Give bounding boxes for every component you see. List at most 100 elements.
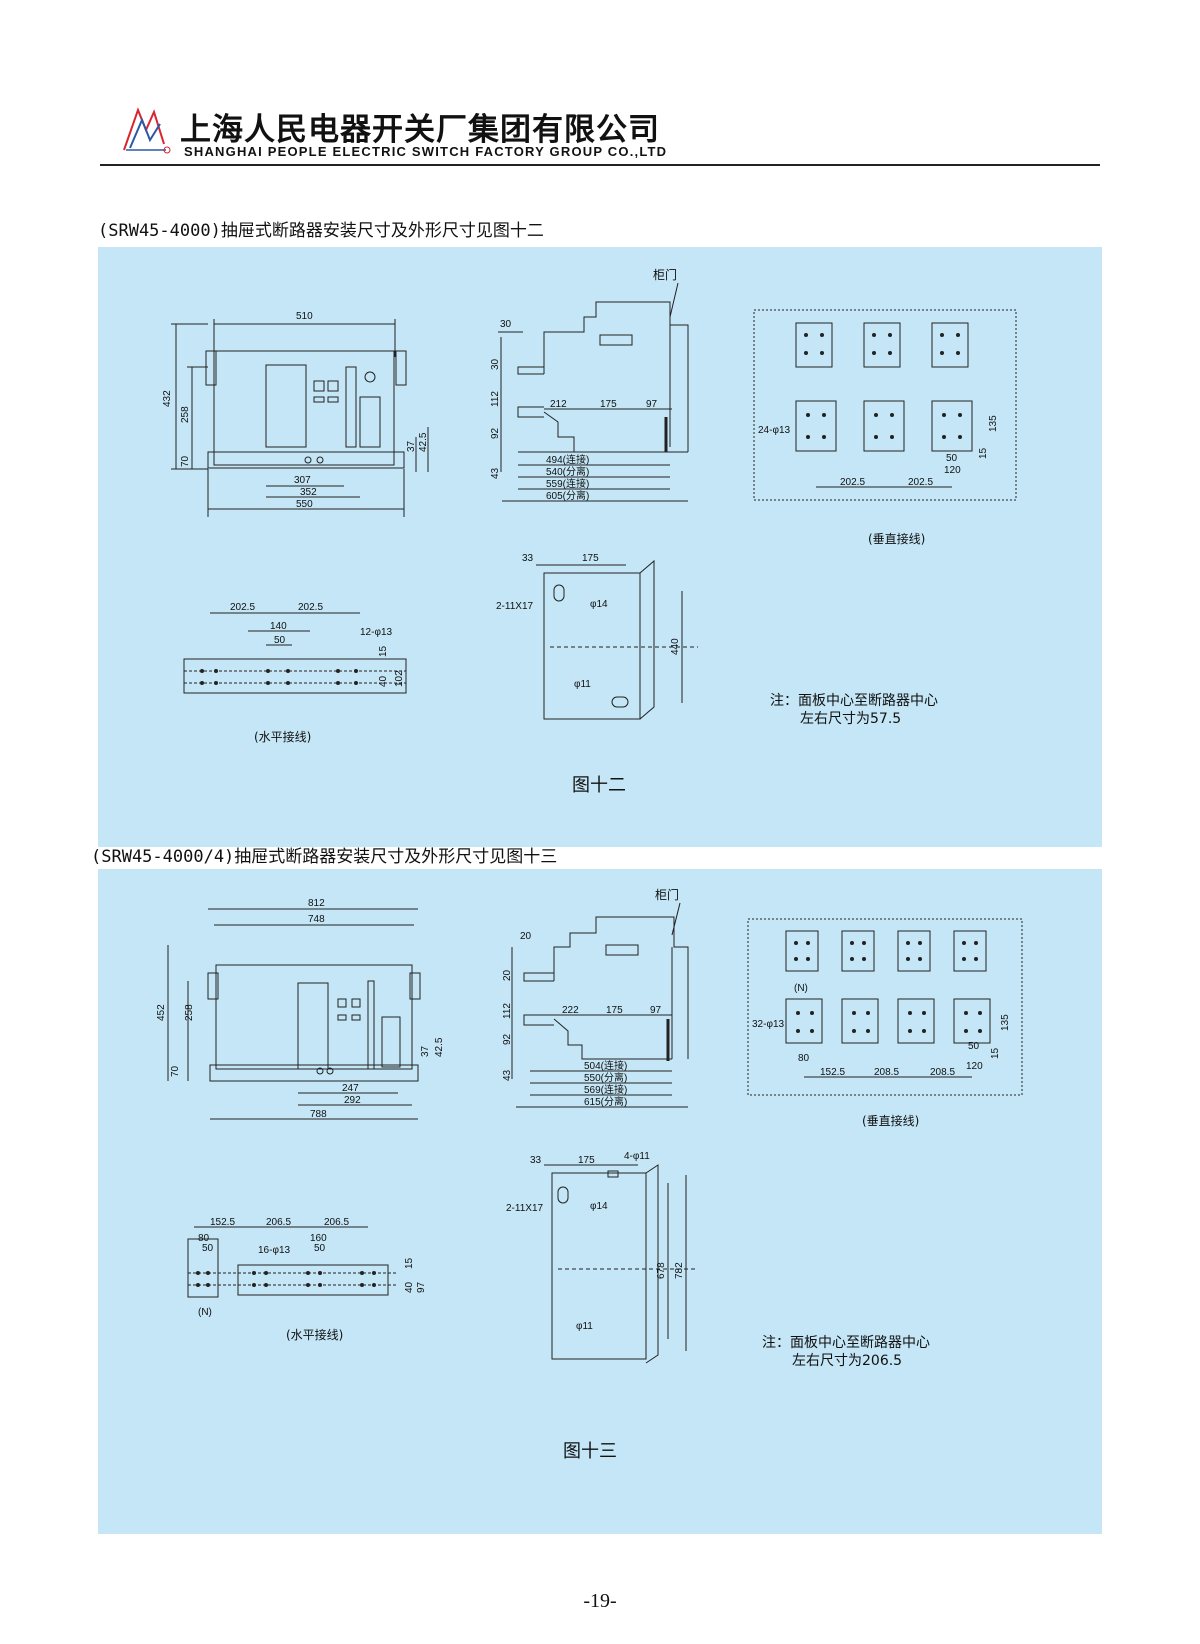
- horizontal-connection-view: 152.5 206.5 206.5 80 50 160 50 16-φ13 15…: [187, 1217, 427, 1342]
- dim-222: 222: [562, 1005, 579, 1016]
- dim-m33: 33: [522, 553, 534, 564]
- dim-432: 432: [162, 390, 173, 407]
- dim-748: 748: [308, 914, 325, 925]
- dim-m33: 33: [530, 1155, 542, 1166]
- dim-510: 510: [296, 311, 313, 322]
- company-name-cn: 上海人民电器开关厂集团有限公司: [180, 112, 660, 148]
- dim-4-holes: 4-φ11: [624, 1151, 650, 1162]
- dim-112: 112: [502, 1003, 513, 1019]
- dim-h202-5a: 202.5: [230, 602, 255, 613]
- vertical-connection-view: 24-φ13 202.5 202.5 50 120 135 15 (垂直接线): [753, 309, 1017, 546]
- dim-258: 258: [184, 1004, 195, 1021]
- dim-352: 352: [300, 487, 317, 498]
- dim-97: 97: [650, 1005, 662, 1016]
- front-view: 510 432 258 70 37 42.5 307 352 550: [162, 311, 429, 517]
- figure12-caption: 图十二: [572, 775, 626, 796]
- dim-208-5b: 208.5: [930, 1067, 955, 1078]
- neutral-label-h: (N): [198, 1307, 212, 1318]
- front-view: 812 748 452 258 70 37 42.5 247 292 788: [156, 898, 445, 1120]
- dim-h50a: 50: [202, 1243, 214, 1254]
- dim-135: 135: [988, 415, 999, 432]
- cabinet-door-label: 柜门: [653, 267, 677, 282]
- note-line1: 注：面板中心至断路器中心: [762, 1335, 930, 1351]
- dim-h97: 97: [416, 1281, 427, 1293]
- dim-15: 15: [978, 447, 989, 459]
- dim-h102: 102: [394, 670, 405, 687]
- dim-70: 70: [180, 455, 191, 467]
- dim-202-5b: 202.5: [908, 477, 933, 488]
- dim-16-holes: 16-φ13: [258, 1245, 290, 1256]
- dim-208-5a: 208.5: [874, 1067, 899, 1078]
- dim-m175: 175: [578, 1155, 595, 1166]
- company-logo-icon: [123, 107, 171, 154]
- dim-175: 175: [606, 1005, 623, 1016]
- dim-12-holes: 12-φ13: [360, 627, 392, 638]
- dim-678: 678: [656, 1262, 667, 1279]
- neutral-label: (N): [794, 983, 808, 994]
- dim-152-5: 152.5: [820, 1067, 845, 1078]
- dim-v120: 120: [966, 1061, 983, 1072]
- dim-782: 782: [674, 1262, 685, 1279]
- dim-292: 292: [344, 1095, 361, 1106]
- dim-h40: 40: [378, 675, 389, 687]
- dim-569: 569(连接): [584, 1083, 627, 1096]
- dim-32-holes: 32-φ13: [752, 1019, 784, 1030]
- dim-37: 37: [420, 1045, 431, 1057]
- dim-p11: φ11: [574, 679, 591, 690]
- figure13-drawing: 812 748 452 258 70 37 42.5 247 292 788 柜…: [156, 887, 1023, 1462]
- dim-50: 50: [946, 453, 958, 464]
- company-name-en: SHANGHAI PEOPLE ELECTRIC SWITCH FACTORY …: [184, 144, 668, 159]
- figure12-drawing: 510 432 258 70 37 42.5 307 352 550 柜门: [162, 267, 1017, 796]
- horizontal-connection-view: 202.5 202.5 140 50 12-φ13 15 40 102 (水平接…: [183, 602, 407, 744]
- dim-202-5a: 202.5: [840, 477, 865, 488]
- dim-112: 112: [490, 391, 501, 407]
- dim-247: 247: [342, 1083, 359, 1094]
- dim-v50: 50: [968, 1041, 980, 1052]
- dim-h15: 15: [378, 645, 389, 657]
- dim-20b: 20: [502, 969, 513, 981]
- figure12-panel: 510 432 258 70 37 42.5 307 352 550 柜门: [98, 247, 1102, 847]
- dim-97: 97: [646, 399, 658, 410]
- dim-540: 540(分离): [546, 465, 589, 478]
- dim-v15: 15: [990, 1047, 1001, 1059]
- dim-212: 212: [550, 399, 567, 410]
- dim-v135: 135: [1000, 1014, 1011, 1031]
- dim-605: 605(分离): [546, 489, 589, 502]
- mounting-view: 33 175 2-11X17 φ14 φ11 440: [496, 553, 698, 720]
- dim-h40: 40: [404, 1281, 415, 1293]
- dim-812: 812: [308, 898, 325, 909]
- dim-550: 550: [296, 499, 313, 510]
- dim-43: 43: [490, 467, 501, 479]
- dim-120: 120: [944, 465, 961, 476]
- dim-92: 92: [490, 427, 501, 439]
- dim-37: 37: [406, 440, 417, 452]
- dim-452: 452: [156, 1004, 167, 1021]
- dim-559: 559(连接): [546, 477, 589, 490]
- side-view: 柜门 20 20 112 92 43 222 175 97 504(连接) 55…: [502, 887, 689, 1108]
- figure13-caption: 图十三: [563, 1441, 617, 1462]
- vertical-connection-view: (N) 32-φ13 80 152.5 208.5 208.5 50 120 1…: [747, 918, 1023, 1128]
- dim-615: 615(分离): [584, 1095, 627, 1108]
- dim-30b: 30: [490, 358, 501, 370]
- dim-175: 175: [600, 399, 617, 410]
- note-line1: 注：面板中心至断路器中心: [770, 693, 938, 709]
- dim-h160: 160: [310, 1233, 327, 1244]
- mounting-view: 33 175 4-φ11 2-11X17 φ14 φ11 678 782: [506, 1151, 698, 1364]
- dim-p14: φ14: [590, 599, 608, 610]
- dim-h15: 15: [404, 1257, 415, 1269]
- dim-h206-5b: 206.5: [324, 1217, 349, 1228]
- dim-v80: 80: [798, 1053, 810, 1064]
- dim-43: 43: [502, 1069, 513, 1081]
- dim-slot: 2-11X17: [496, 601, 534, 612]
- section2-title: (SRW45-4000/4)抽屉式断路器安装尺寸及外形尺寸见图十三: [91, 847, 558, 867]
- horizontal-connection-label: (水平接线): [286, 1327, 343, 1342]
- dim-307: 307: [294, 475, 311, 486]
- section1-title: (SRW45-4000)抽屉式断路器安装尺寸及外形尺寸见图十二: [98, 221, 544, 241]
- side-view: 柜门 30 30 112 92 43 212 175 97 494(连接) 54…: [490, 267, 689, 502]
- dim-504: 504(连接): [584, 1059, 627, 1072]
- dim-42-5: 42.5: [434, 1037, 445, 1057]
- dim-slot: 2-11X17: [506, 1203, 544, 1214]
- dim-h50b: 50: [314, 1243, 326, 1254]
- note-line2: 左右尺寸为206.5: [792, 1353, 902, 1369]
- dim-20a: 20: [520, 931, 532, 942]
